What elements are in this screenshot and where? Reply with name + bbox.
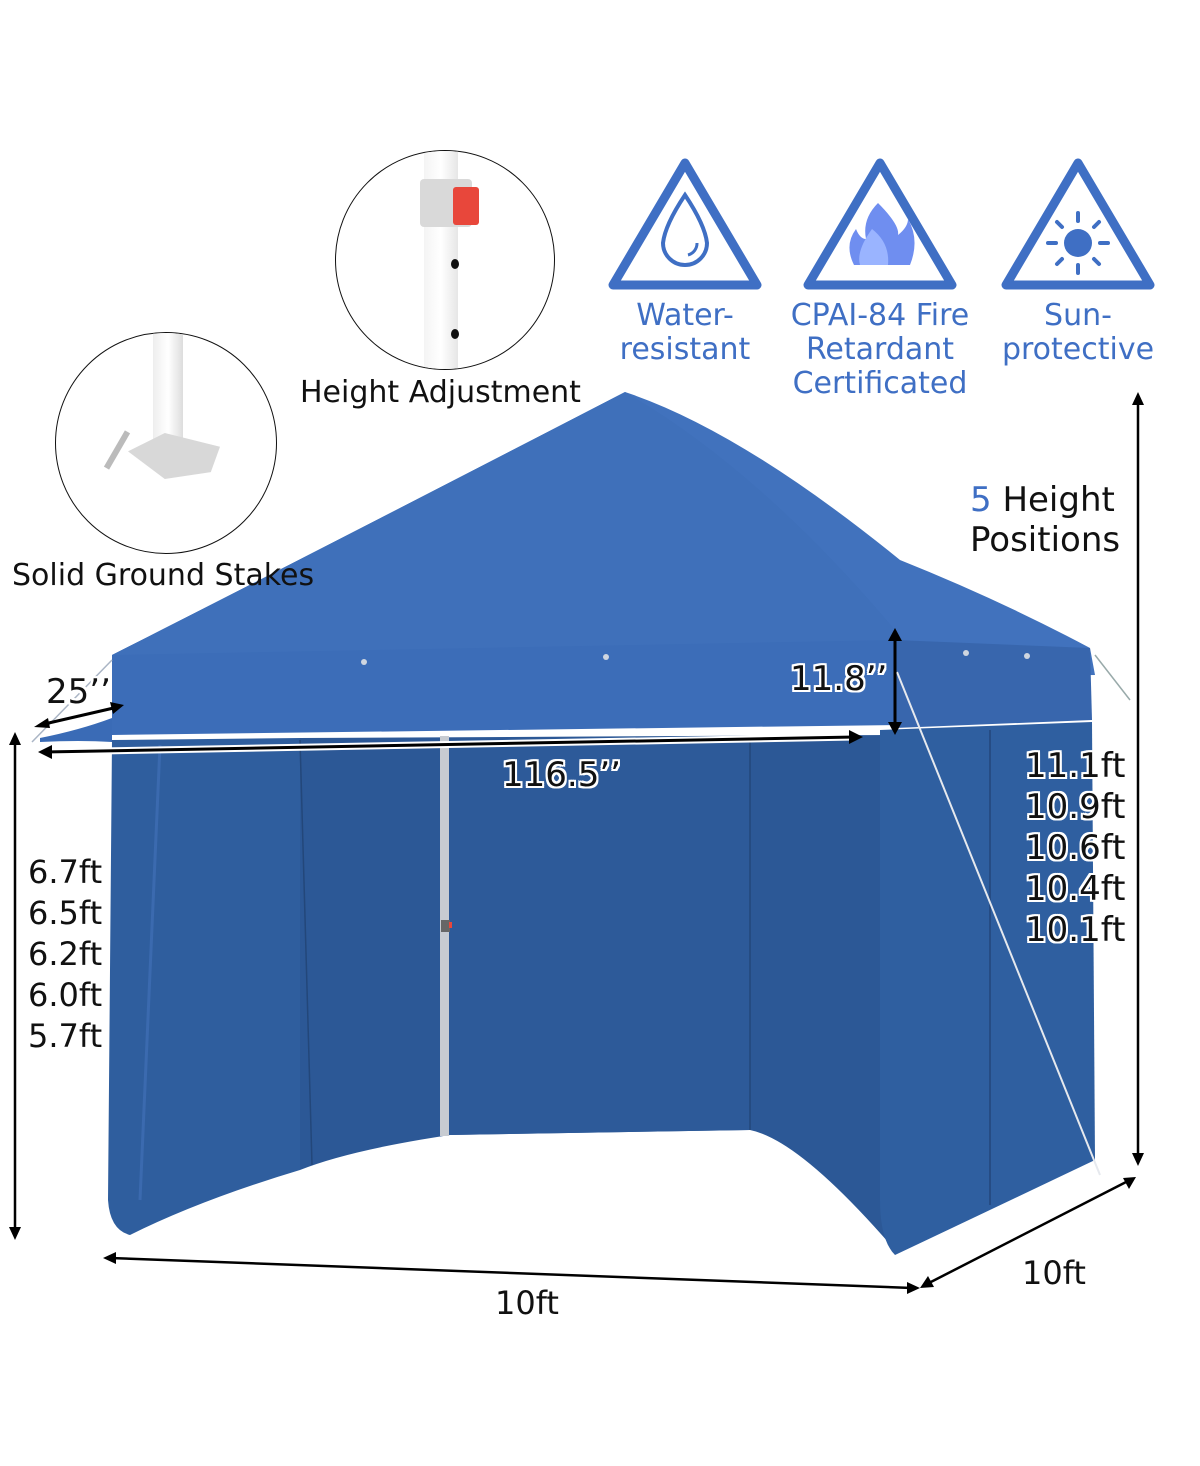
eave-height-1: 6.7ft <box>28 853 103 891</box>
total-height-1: 11.1ft <box>1025 746 1126 786</box>
frame-width-label: 116.5’’ <box>502 755 621 795</box>
height-positions-count: 5 <box>970 480 992 520</box>
feature-fire-retardant: CPAI-84 Fire Retardant Certificated <box>790 155 970 401</box>
width-label: 10ft <box>495 1284 559 1322</box>
sun-icon <box>1001 158 1155 290</box>
feature-label-line3: Certificated <box>792 366 968 401</box>
feature-label-line1: Water- <box>636 298 734 333</box>
eave-height-3: 6.2ft <box>28 935 103 973</box>
stake-icon <box>103 430 131 470</box>
height-adjustment-callout <box>335 150 555 370</box>
water-drop-icon <box>608 158 762 290</box>
feature-sun-protective: Sun- protective <box>998 155 1158 367</box>
feature-label-line1: Sun- <box>1044 298 1112 333</box>
total-height-list: 11.1ft 10.9ft 10.6ft 10.4ft 10.1ft <box>1025 746 1125 951</box>
valance-height-label: 11.8’’ <box>790 659 888 699</box>
eave-height-5: 5.7ft <box>28 1017 103 1055</box>
feature-label-line2: protective <box>1001 332 1155 367</box>
depth-label: 10ft <box>1022 1254 1086 1292</box>
ground-stakes-label: Solid Ground Stakes <box>12 558 315 593</box>
total-height-4: 10.4ft <box>1025 869 1126 909</box>
height-positions-label: 5 Height Positions <box>970 480 1121 560</box>
total-height-5: 10.1ft <box>1025 910 1126 950</box>
eave-height-4: 6.0ft <box>28 976 103 1014</box>
total-height-3: 10.6ft <box>1025 828 1126 868</box>
foot-plate-icon <box>128 433 220 479</box>
eave-height-list: 6.7ft 6.5ft 6.2ft 6.0ft 5.7ft <box>28 852 102 1057</box>
leg-image <box>153 333 183 445</box>
feature-label-line2: resistant <box>619 332 751 367</box>
feature-water-resistant: Water- resistant <box>605 155 765 367</box>
feature-label-line1: CPAI-84 Fire <box>790 298 970 333</box>
feature-label-line2: Retardant <box>805 332 955 367</box>
flame-icon <box>803 158 957 290</box>
latch-red-icon <box>453 187 479 225</box>
eave-height-2: 6.5ft <box>28 894 103 932</box>
pole-hole <box>451 329 459 339</box>
ground-stakes-callout <box>55 332 277 554</box>
height-adjustment-label: Height Adjustment <box>300 375 581 410</box>
total-height-2: 10.9ft <box>1025 787 1126 827</box>
eave-depth-label: 25’’ <box>46 672 111 712</box>
pole-hole <box>451 259 459 269</box>
